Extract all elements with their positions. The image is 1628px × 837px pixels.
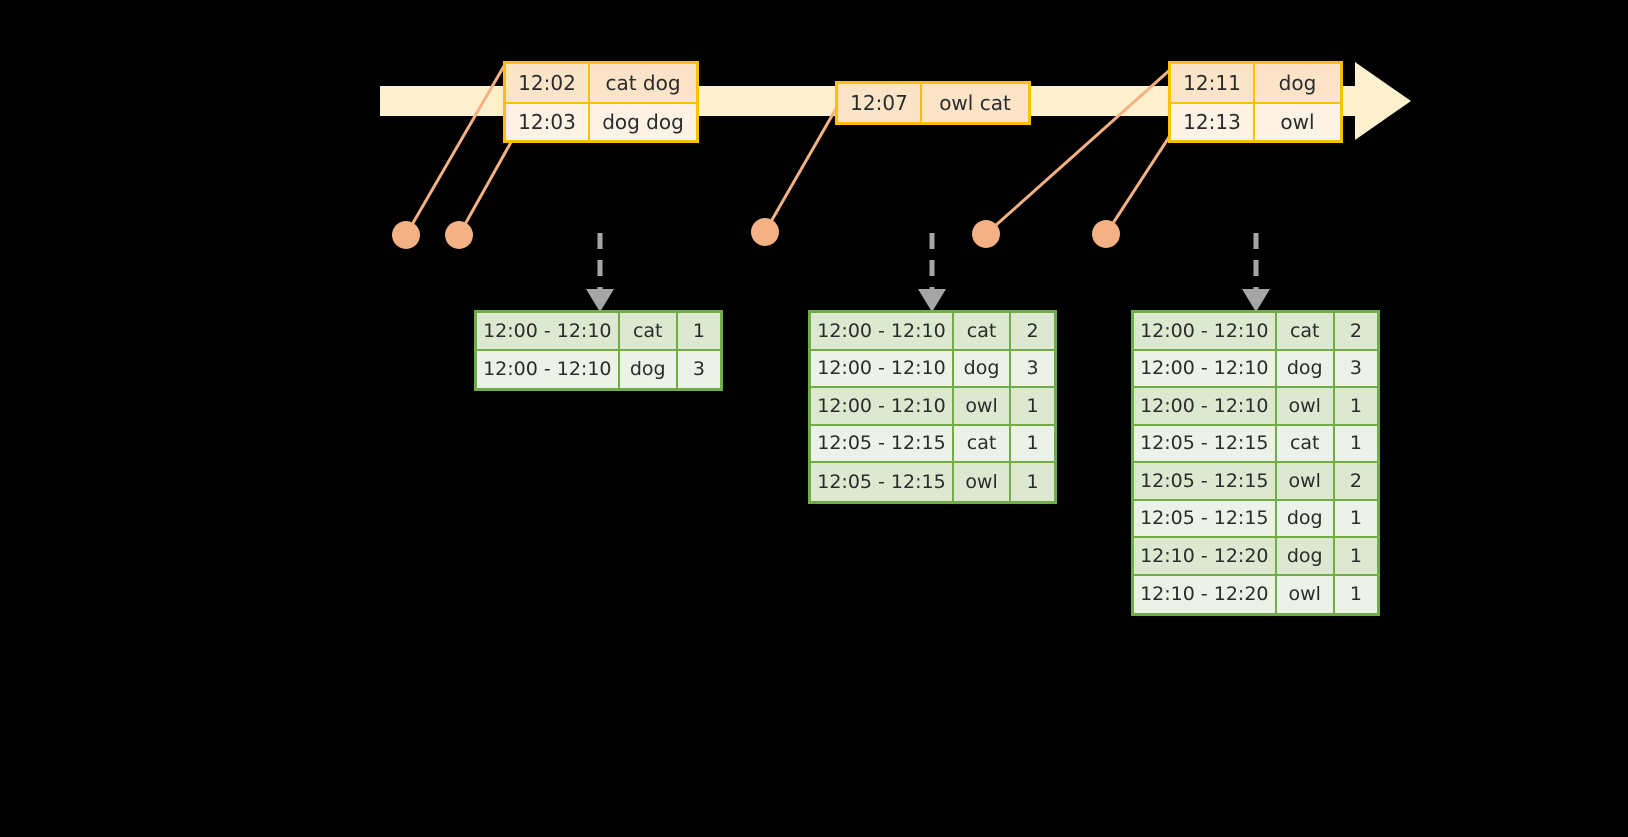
event-row: 12:07 owl cat: [838, 84, 1028, 122]
cell-window: 12:05 - 12:15: [1134, 500, 1277, 538]
table-row: 12:00 - 12:10 dog 3: [1134, 350, 1377, 388]
dashed-arrows: [597, 233, 1259, 292]
cell-window: 12:05 - 12:15: [811, 463, 954, 501]
table-row: 12:00 - 12:10 cat 2: [1134, 313, 1377, 351]
cell-window: 12:00 - 12:10: [811, 388, 954, 426]
event-time: 12:11: [1171, 64, 1255, 102]
event-time: 12:03: [506, 104, 590, 140]
table-row: 12:05 - 12:15 cat 1: [1134, 425, 1377, 463]
cell-window: 12:10 - 12:20: [1134, 538, 1277, 576]
event-time: 12:07: [838, 84, 922, 122]
cell-count: 2: [1011, 313, 1054, 351]
cell-count: 1: [1334, 500, 1377, 538]
cell-window: 12:00 - 12:10: [1134, 388, 1277, 426]
cell-count: 1: [1011, 425, 1054, 463]
table-row: 12:05 - 12:15 dog 1: [1134, 500, 1377, 538]
table-row: 12:00 - 12:10 dog 3: [811, 350, 1054, 388]
event-row: 12:02 cat dog: [506, 64, 696, 102]
cell-word: dog: [1276, 350, 1335, 388]
cell-window: 12:00 - 12:10: [811, 313, 954, 351]
cell-window: 12:05 - 12:15: [1134, 463, 1277, 501]
cell-window: 12:00 - 12:10: [477, 313, 620, 351]
cell-count: 1: [1011, 388, 1054, 426]
connector-line-5: [1104, 127, 1177, 235]
table-row: 12:05 - 12:15 owl 2: [1134, 463, 1377, 501]
event-group-1[interactable]: 12:02 cat dog 12:03 dog dog: [503, 61, 699, 143]
cell-word: dog: [953, 350, 1012, 388]
cell-word: cat: [619, 313, 678, 351]
cell-count: 3: [1011, 350, 1054, 388]
cell-window: 12:05 - 12:15: [811, 425, 954, 463]
event-words: dog dog: [590, 104, 696, 140]
result-table-2[interactable]: 12:00 - 12:10 cat 2 12:00 - 12:10 dog 3 …: [808, 310, 1057, 504]
cell-count: 1: [1334, 388, 1377, 426]
table-row: 12:00 - 12:10 dog 3: [477, 350, 720, 388]
event-group-2[interactable]: 12:07 owl cat: [835, 81, 1031, 125]
connector-line-1: [404, 65, 506, 236]
event-dot-1: [392, 221, 420, 249]
event-dot-2: [445, 221, 473, 249]
cell-window: 12:05 - 12:15: [1134, 425, 1277, 463]
event-words: owl cat: [922, 84, 1028, 122]
event-row: 12:11 dog: [1171, 64, 1340, 102]
dashed-arrow-head-2: [918, 289, 946, 312]
cell-count: 1: [677, 313, 720, 351]
dashed-arrow-heads: [586, 289, 1270, 312]
cell-word: owl: [953, 388, 1012, 426]
dashed-arrow-head-3: [1242, 289, 1270, 312]
table-row: 12:10 - 12:20 owl 1: [1134, 575, 1377, 613]
cell-window: 12:00 - 12:10: [477, 350, 620, 388]
cell-count: 1: [1334, 425, 1377, 463]
cell-word: dog: [619, 350, 678, 388]
table-row: 12:00 - 12:10 owl 1: [811, 388, 1054, 426]
cell-word: cat: [953, 313, 1012, 351]
cell-count: 1: [1334, 538, 1377, 576]
cell-count: 2: [1334, 313, 1377, 351]
connector-line-3: [763, 99, 843, 233]
cell-count: 2: [1334, 463, 1377, 501]
table-row: 12:00 - 12:10 cat 1: [477, 313, 720, 351]
cell-window: 12:00 - 12:10: [1134, 350, 1277, 388]
event-row: 12:13 owl: [1171, 102, 1340, 140]
cell-word: cat: [1276, 313, 1335, 351]
cell-window: 12:10 - 12:20: [1134, 575, 1277, 613]
event-group-3[interactable]: 12:11 dog 12:13 owl: [1168, 61, 1343, 143]
event-dot-5: [1092, 220, 1120, 248]
event-dot-4: [972, 220, 1000, 248]
cell-count: 1: [1011, 463, 1054, 501]
cell-word: owl: [953, 463, 1012, 501]
cell-window: 12:00 - 12:10: [1134, 313, 1277, 351]
cell-word: cat: [1276, 425, 1335, 463]
connector-line-2: [457, 127, 521, 236]
result-table-1[interactable]: 12:00 - 12:10 cat 1 12:00 - 12:10 dog 3: [474, 310, 723, 391]
table-row: 12:10 - 12:20 dog 1: [1134, 538, 1377, 576]
cell-word: dog: [1276, 500, 1335, 538]
cell-count: 1: [1334, 575, 1377, 613]
table-row: 12:00 - 12:10 owl 1: [1134, 388, 1377, 426]
cell-window: 12:00 - 12:10: [811, 350, 954, 388]
table-row: 12:00 - 12:10 cat 2: [811, 313, 1054, 351]
cell-word: owl: [1276, 463, 1335, 501]
event-time: 12:13: [1171, 104, 1255, 140]
table-row: 12:05 - 12:15 owl 1: [811, 463, 1054, 501]
cell-word: cat: [953, 425, 1012, 463]
dashed-arrow-head-1: [586, 289, 614, 312]
event-dot-3: [751, 218, 779, 246]
cell-count: 3: [677, 350, 720, 388]
cell-count: 3: [1334, 350, 1377, 388]
event-words: dog: [1255, 64, 1340, 102]
event-dots: [392, 218, 1120, 249]
event-row: 12:03 dog dog: [506, 102, 696, 140]
table-row: 12:05 - 12:15 cat 1: [811, 425, 1054, 463]
event-time: 12:02: [506, 64, 590, 102]
event-words: cat dog: [590, 64, 696, 102]
result-table-3[interactable]: 12:00 - 12:10 cat 2 12:00 - 12:10 dog 3 …: [1131, 310, 1380, 616]
event-words: owl: [1255, 104, 1340, 140]
cell-word: dog: [1276, 538, 1335, 576]
cell-word: owl: [1276, 388, 1335, 426]
cell-word: owl: [1276, 575, 1335, 613]
